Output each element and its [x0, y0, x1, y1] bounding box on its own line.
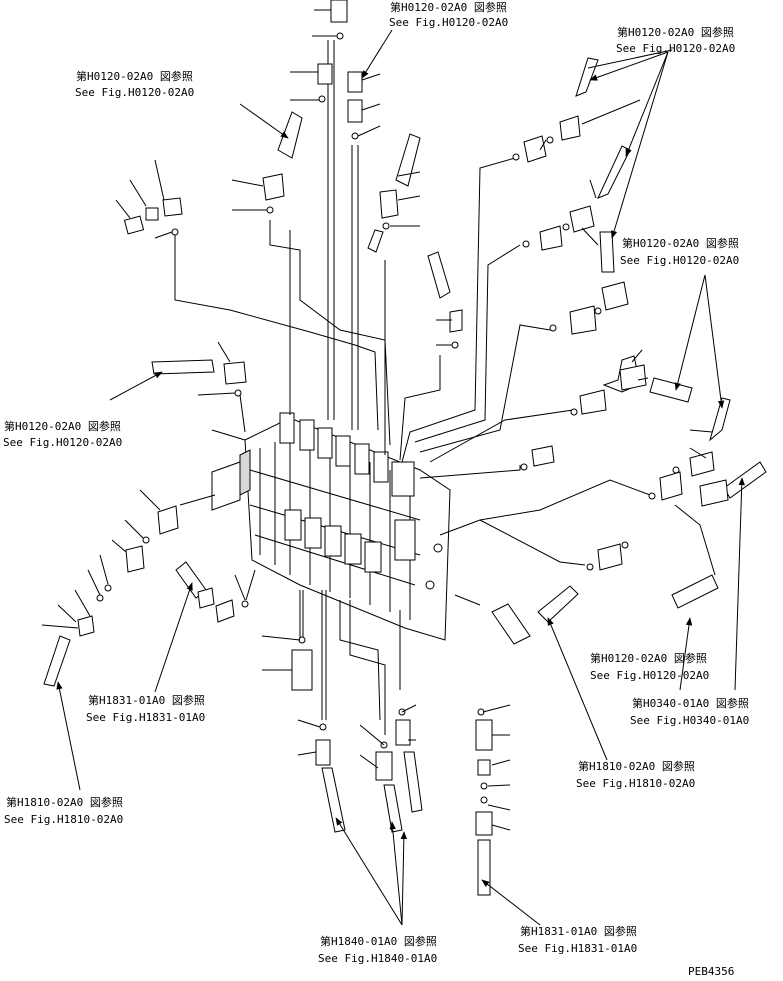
ref-text-ja: 第H0340-01A0 図参照: [632, 696, 749, 710]
ref-label-h1840: 第H1840-01A0 図参照 See Fig.H1840-01A0: [318, 934, 437, 965]
ref-text-ja: 第H0120-02A0 図参照: [617, 25, 734, 39]
ref-text-en: See Fig.H0120-02A0: [616, 42, 735, 55]
ref-text-ja: 第H1831-01A0 図参照: [520, 924, 637, 938]
valve-lower-ports: [284, 509, 416, 573]
ref-text-en: See Fig.H0120-02A0: [620, 254, 739, 267]
leader-lines: [41, 9, 713, 831]
ref-text-ja: 第H0120-02A0 図参照: [4, 419, 121, 433]
ref-label-top-left: 第H0120-02A0 図参照 See Fig.H0120-02A0: [75, 69, 194, 99]
ref-label-h1810-left: 第H1810-02A0 図参照 See Fig.H1810-02A0: [4, 795, 123, 826]
ref-label-left-middle: 第H0120-02A0 図参照 See Fig.H0120-02A0: [3, 419, 122, 449]
ref-text-en: See Fig.H0120-02A0: [389, 16, 508, 29]
ref-text-en: See Fig.H1831-01A0: [518, 942, 637, 955]
ref-text-ja: 第H1810-02A0 図参照: [578, 759, 695, 773]
ref-label-h1831-left: 第H1831-01A0 図参照 See Fig.H1831-01A0: [86, 693, 205, 724]
ref-text-ja: 第H1831-01A0 図参照: [88, 693, 205, 707]
control-valve-body: [211, 412, 451, 641]
ref-text-ja: 第H0120-02A0 図参照: [622, 236, 739, 250]
ref-text-ja: 第H0120-02A0 図参照: [76, 69, 193, 83]
ref-text-en: See Fig.H1831-01A0: [86, 711, 205, 724]
ref-text-ja: 第H0120-02A0 図参照: [590, 651, 707, 665]
ref-label-top-center: 第H0120-02A0 図参照 See Fig.H0120-02A0: [389, 0, 508, 29]
ref-label-right-upper: 第H0120-02A0 図参照 See Fig.H0120-02A0: [620, 236, 739, 267]
ref-text-ja: 第H1840-01A0 図参照: [320, 934, 437, 948]
ref-text-en: See Fig.H1810-02A0: [576, 777, 695, 790]
valve-spool-caps: [279, 412, 415, 497]
ref-text-en: See Fig.H0120-02A0: [590, 669, 709, 682]
ref-label-top-right: 第H0120-02A0 図参照 See Fig.H0120-02A0: [616, 25, 735, 55]
ref-text-ja: 第H0120-02A0 図参照: [390, 0, 507, 14]
ref-label-right-lower: 第H0120-02A0 図参照 See Fig.H0120-02A0: [590, 651, 709, 682]
ref-label-h1810-right: 第H1810-02A0 図参照 See Fig.H1810-02A0: [576, 759, 695, 790]
ref-text-en: See Fig.H0340-01A0: [630, 714, 749, 727]
ref-label-h1831-bottom: 第H1831-01A0 図参照 See Fig.H1831-01A0: [518, 924, 637, 955]
ref-label-h0340: 第H0340-01A0 図参照 See Fig.H0340-01A0: [630, 696, 749, 727]
hydraulic-lines: [174, 40, 716, 735]
ref-text-en: See Fig.H1840-01A0: [318, 952, 437, 965]
reference-arrows: [56, 29, 745, 926]
ref-text-en: See Fig.H0120-02A0: [75, 86, 194, 99]
fittings: [43, 0, 767, 896]
ref-text-ja: 第H1810-02A0 図参照: [6, 795, 123, 809]
ref-text-en: See Fig.H1810-02A0: [4, 813, 123, 826]
drawing-code: PEB4356: [688, 965, 734, 978]
ref-text-en: See Fig.H0120-02A0: [3, 436, 122, 449]
